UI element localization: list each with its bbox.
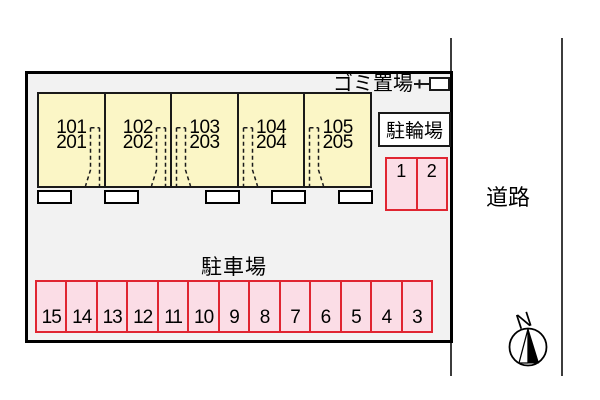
entrance-stairs-dashed-icon	[242, 127, 258, 186]
compass-north-indicator: N	[508, 308, 548, 367]
garbage-area-label-group: ゴミ置場	[333, 74, 451, 94]
unit-number-label: 103 203	[189, 117, 220, 153]
unit-number-label: 104 204	[255, 117, 287, 153]
parking-spaces-row: 15 14 13 12 11 10 9 8 7 6 5 4 3	[35, 280, 433, 333]
parking-space-12: 12	[126, 282, 156, 331]
unit-103-203: 103 203	[170, 94, 240, 204]
bicycle-spaces-row: 1 2	[385, 157, 448, 211]
parking-space-15: 15	[41, 307, 62, 328]
parking-space-4: 4	[370, 282, 400, 331]
north-letter: N	[513, 308, 535, 335]
bicycle-space-1: 1	[396, 161, 407, 181]
entrance-porch	[337, 190, 373, 204]
unit-105-205: 105 205	[303, 94, 373, 204]
parking-space-6: 6	[309, 282, 339, 331]
bicycle-parking-label: 駐輪場	[378, 112, 451, 147]
parking-space-14: 14	[65, 282, 95, 331]
entrance-stairs-dashed-icon	[150, 127, 167, 186]
garbage-area-label: ゴミ置場	[333, 73, 413, 95]
road-label: 道路	[486, 185, 531, 210]
apartment-building: 101 201 102 202 10	[37, 92, 373, 204]
unit-number-label: 101 201	[56, 117, 87, 153]
entrance-stairs-dashed-icon	[175, 127, 192, 186]
bicycle-space-2: 2	[415, 159, 447, 209]
parking-space-13: 13	[95, 282, 126, 331]
unit-number-label: 102 202	[122, 117, 154, 153]
entrance-porch	[37, 190, 72, 204]
entrance-stairs-dashed-icon	[309, 127, 325, 186]
car-parking-label: 駐車場	[201, 256, 267, 279]
parking-space-8: 8	[248, 282, 278, 331]
garbage-station-icon	[414, 77, 450, 91]
entrance-porch	[103, 190, 139, 204]
entrance-porch	[204, 190, 240, 204]
unit-102-202: 102 202	[103, 94, 171, 204]
entrance-porch	[271, 190, 307, 204]
unit-104-204: 104 204	[236, 94, 307, 204]
road-edge-line-right	[561, 38, 563, 376]
parking-space-7: 7	[278, 282, 309, 331]
bicycle-parking-label-text: 駐輪場	[385, 121, 443, 142]
parking-space-10: 10	[187, 282, 217, 331]
entrance-stairs-dashed-icon	[84, 127, 100, 186]
property-boundary: ゴミ置場 101 201 102 202	[25, 71, 453, 343]
unit-number-label: 105 205	[322, 117, 354, 153]
parking-space-3: 3	[400, 282, 431, 331]
parking-space-5: 5	[339, 282, 370, 331]
parking-space-9: 9	[217, 282, 248, 331]
unit-101-201: 101 201	[37, 94, 104, 204]
parking-space-11: 11	[156, 282, 187, 331]
compass-needle-black-half	[527, 328, 539, 364]
